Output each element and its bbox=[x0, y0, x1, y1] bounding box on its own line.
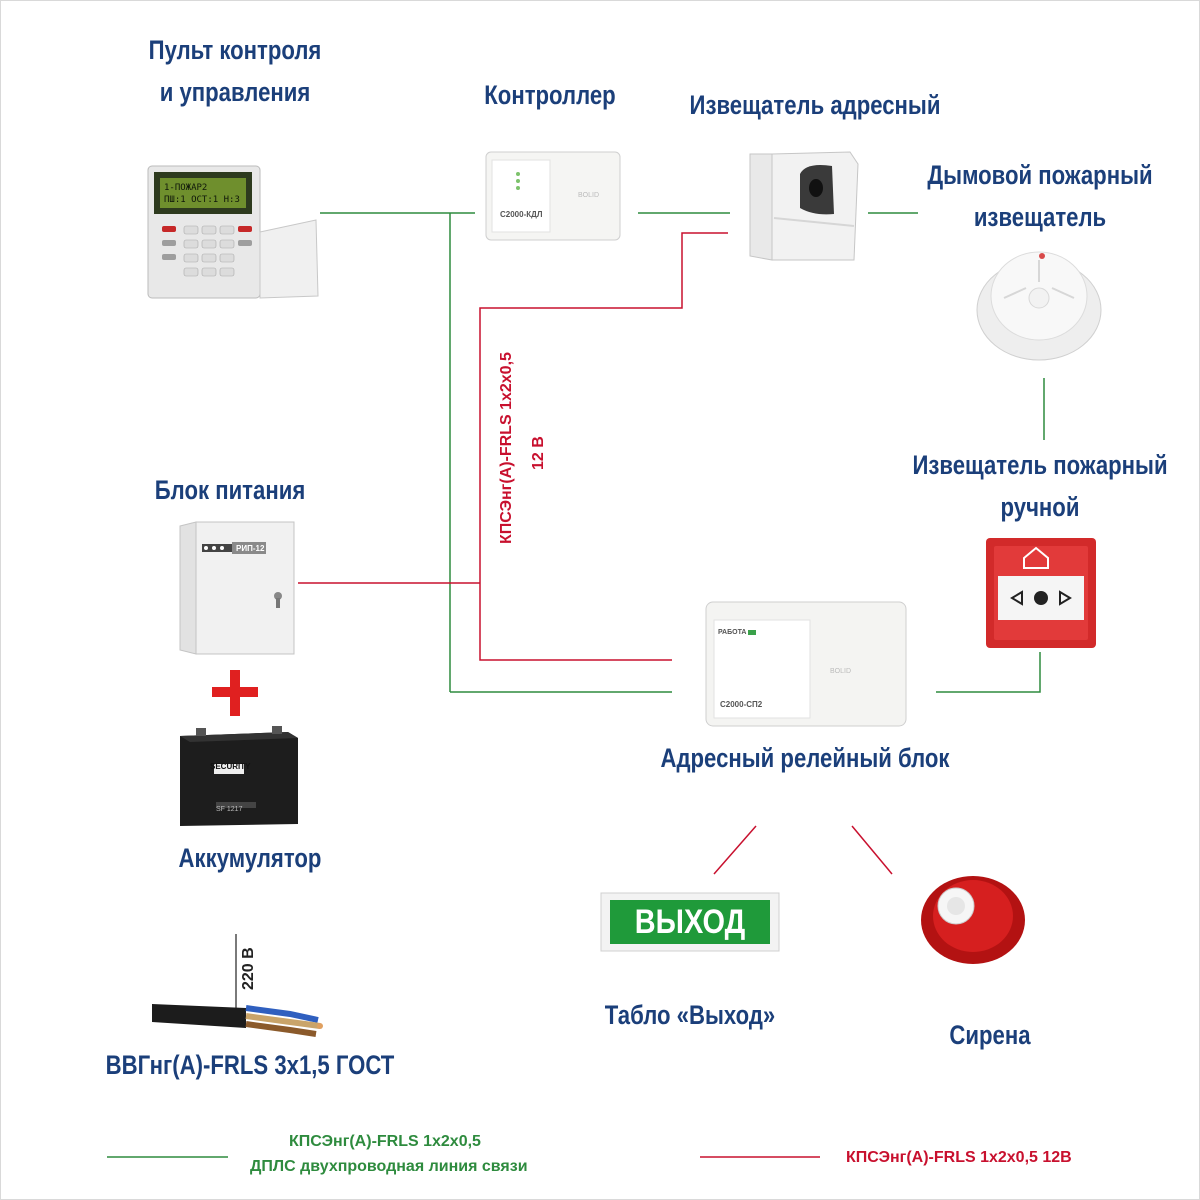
siren-device bbox=[918, 866, 1028, 966]
callpoint-label-line2: ручной bbox=[1000, 491, 1080, 522]
power-supply-device: РИП-12 bbox=[178, 520, 296, 656]
lcd-line1: 1-ПОЖАР2 bbox=[164, 183, 208, 193]
power-model: РИП-12 bbox=[236, 544, 265, 553]
panel-label: Пульт контроля и управления bbox=[128, 30, 341, 114]
addressable-detector-device bbox=[742, 148, 864, 266]
legend-green: КПСЭнг(А)-FRLS 1х2х0,5 ДПЛС двухпроводна… bbox=[250, 1130, 528, 1180]
exit-sign-label: Табло «Выход» bbox=[604, 1000, 776, 1030]
lcd-line2: ПШ:1 ОСТ:1 Н:3 bbox=[164, 195, 240, 205]
controller-device: С2000-КДЛ BOLID bbox=[484, 150, 622, 242]
smoke-label-line2: извещатель bbox=[973, 201, 1107, 232]
callpoint-label: Извещатель пожарный ручной bbox=[901, 445, 1180, 529]
relay-block-device: РАБОТА С2000-СП2 BOLID bbox=[704, 600, 908, 728]
legend-red: КПСЭнг(А)-FRLS 1х2х0,5 12В bbox=[846, 1149, 1072, 1166]
relay-model: С2000-СП2 bbox=[720, 700, 763, 709]
panel-label-line1: Пульт контроля bbox=[148, 35, 322, 65]
controller-model: С2000-КДЛ bbox=[500, 210, 543, 219]
power-voltage-label: 220 В bbox=[240, 947, 257, 990]
battery-label: Аккумулятор bbox=[178, 843, 322, 873]
controller-brand: BOLID bbox=[578, 192, 600, 199]
relay-brand: BOLID bbox=[830, 668, 852, 675]
legend-green-line1: КПСЭнг(А)-FRLS 1х2х0,5 bbox=[289, 1133, 481, 1150]
siren-label: Сирена bbox=[949, 1020, 1031, 1050]
smoke-detector-device bbox=[974, 240, 1104, 362]
callpoint-label-line1: Извещатель пожарный bbox=[912, 450, 1168, 480]
battery-brand: SECURITY bbox=[210, 762, 251, 771]
wire-relay-to-callpoint bbox=[936, 652, 1041, 693]
power-cable-device bbox=[150, 996, 330, 1042]
wire-relay-to-siren bbox=[851, 825, 893, 875]
battery-device: SECURITY SF 1217 bbox=[176, 722, 302, 828]
red-cable-label: КПСЭнг(А)-FRLS 1х2х0,5 bbox=[498, 352, 515, 544]
exit-sign-text: ВЫХОД bbox=[634, 903, 746, 941]
red-voltage-label: 12 В bbox=[530, 436, 547, 470]
battery-model: SF 1217 bbox=[216, 806, 243, 813]
red-12v-wires bbox=[298, 232, 893, 875]
plus-icon bbox=[212, 670, 258, 716]
controller-label: Контроллер bbox=[484, 80, 616, 110]
relay-status: РАБОТА bbox=[718, 629, 747, 636]
addr-detector-label: Извещатель адресный bbox=[689, 90, 941, 120]
manual-callpoint-device bbox=[984, 536, 1098, 650]
relay-block-label: Адресный релейный блок bbox=[660, 743, 950, 773]
smoke-label-line1: Дымовой пожарный bbox=[927, 160, 1153, 190]
smoke-detector-label: Дымовой пожарный извещатель bbox=[909, 155, 1171, 239]
wire-relay-to-exit bbox=[713, 825, 757, 875]
panel-label-line2: и управления bbox=[159, 76, 311, 107]
wire-red-trunk bbox=[479, 232, 728, 661]
power-cable-label: ВВГнг(А)-FRLS 3х1,5 ГОСТ bbox=[105, 1050, 395, 1080]
legend-green-line2: ДПЛС двухпроводная линия связи bbox=[250, 1157, 528, 1175]
power-unit-label: Блок питания bbox=[154, 475, 306, 505]
exit-sign-device: ВЫХОД bbox=[600, 892, 780, 952]
green-dpls-wires bbox=[320, 212, 1045, 693]
control-panel-device: 1-ПОЖАР2 ПШ:1 ОСТ:1 Н:3 bbox=[140, 162, 322, 302]
